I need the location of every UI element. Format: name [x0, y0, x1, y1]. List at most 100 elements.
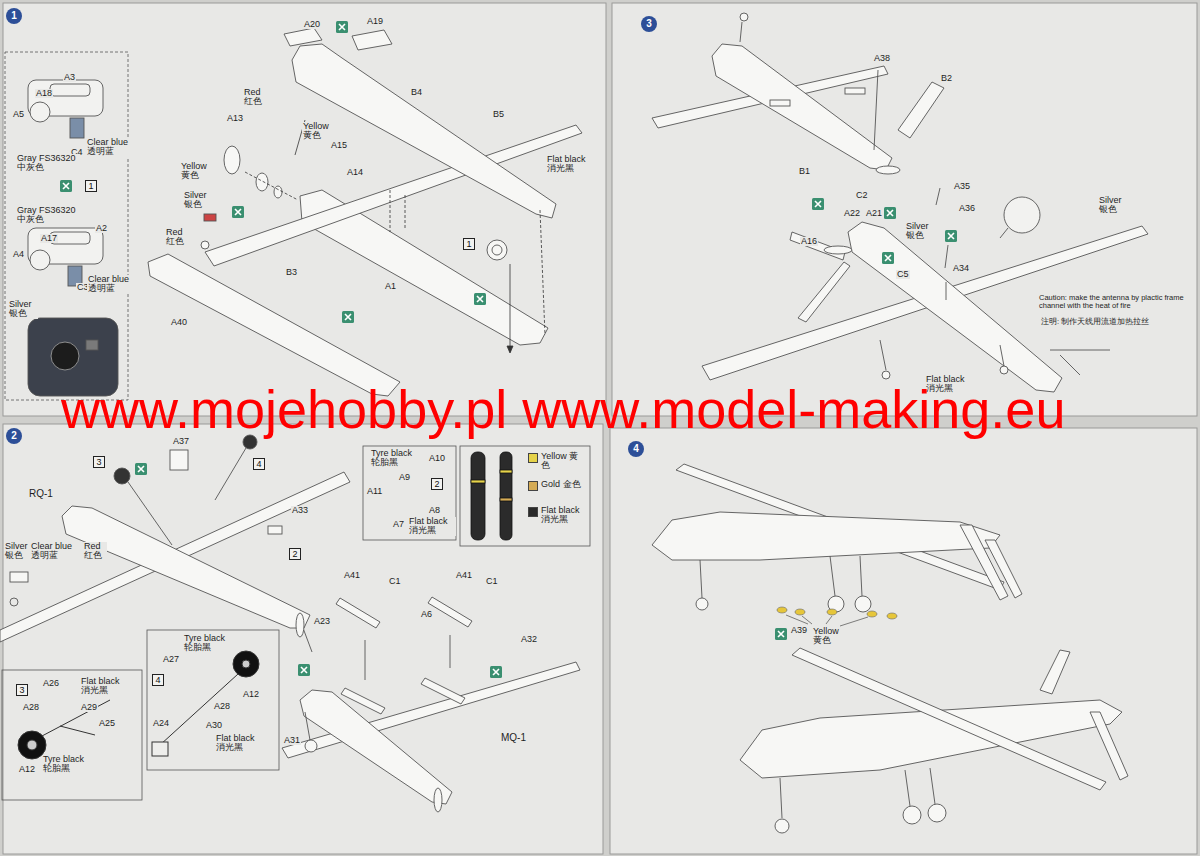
part-label: A12 [18, 765, 36, 774]
part-label: A36 [958, 204, 976, 213]
drone-step4 [775, 819, 789, 833]
drone-parts-step1 [256, 173, 268, 191]
drone-step3 [740, 13, 748, 21]
drone-parts-step1 [284, 28, 322, 46]
part-label: A28 [22, 703, 40, 712]
part-label: B3 [285, 268, 298, 277]
part-label: A30 [205, 721, 223, 730]
drone-step3 [845, 88, 865, 94]
drone-parts-step1 [492, 245, 502, 255]
drone-step3 [740, 22, 742, 42]
part-label: Silver 银色 [1098, 196, 1128, 215]
assembly-line [510, 264, 511, 352]
drone-step3 [936, 188, 940, 205]
callout-number: 3 [19, 686, 24, 695]
drone-step3 [1000, 345, 1004, 366]
callout-number: 2 [434, 480, 439, 489]
glue-icon [298, 664, 310, 676]
glue-icon [336, 21, 348, 33]
part-label: A22 [843, 209, 861, 218]
inset-frame [147, 630, 279, 770]
drone-step3 [652, 13, 1148, 392]
step-number: 1 [11, 11, 17, 21]
part-label: C5 [896, 270, 910, 279]
part-label: A17 [40, 234, 58, 243]
missile-sample [471, 480, 485, 483]
part-label: A12 [242, 690, 260, 699]
drone-step4 [860, 556, 862, 596]
legend-text: Flat black 消光黑 [541, 506, 585, 525]
sensor-turret [50, 84, 90, 96]
drone-step2 [336, 598, 380, 628]
drone-parts-step1 [204, 214, 216, 221]
glue-icon [60, 21, 957, 678]
part-label: A3 [63, 73, 76, 82]
part-label: A5 [12, 110, 25, 119]
drone-step2 [450, 635, 451, 668]
part-label: Clear blue 透明蓝 [86, 138, 132, 157]
part-label: Red 红色 [243, 88, 267, 107]
assembly-line [540, 210, 545, 335]
assembly-line [245, 120, 545, 353]
drone-step4 [830, 556, 835, 596]
drone-parts-step1 [148, 28, 582, 396]
callout-number: 4 [155, 676, 160, 685]
drone-step3 [876, 166, 900, 174]
leader-line [786, 615, 808, 624]
part-label: Flat black 消光黑 [215, 734, 263, 753]
panel-frame [612, 3, 1197, 416]
part-label: A31 [283, 736, 301, 745]
part-label: A16 [800, 237, 818, 246]
drone-step2 [0, 435, 580, 812]
part-label: Clear blue 透明蓝 [87, 275, 133, 294]
yellow-part [777, 607, 787, 613]
part-label: A28 [213, 702, 231, 711]
glue-icon [775, 628, 787, 640]
step-number: 4 [633, 444, 639, 454]
assembly-line [405, 195, 406, 228]
drone-parts-step1 [487, 240, 507, 260]
yellow-part [867, 611, 877, 617]
drone-step3 [946, 282, 947, 300]
drone-step3 [1000, 228, 1008, 238]
drone-step2 [268, 526, 282, 534]
part-label: A11 [366, 487, 383, 496]
part-label: Yellow 黄色 [180, 162, 212, 181]
color-swatch [528, 507, 538, 517]
yellow-part [777, 607, 897, 619]
glue-icon [60, 180, 72, 192]
part-label: A41 [343, 571, 361, 580]
leader-line [786, 615, 868, 626]
drone-step2 [0, 472, 350, 642]
part-label: C1 [388, 577, 402, 586]
assembly-line [507, 346, 513, 353]
part-label: Gray FS36320 中灰色 [16, 154, 80, 173]
drone-step3 [898, 82, 944, 138]
part-label: Silver 银色 [905, 222, 935, 241]
part-label: A33 [291, 506, 309, 515]
missile-sample [500, 498, 512, 501]
part-label: Flat black 消光黑 [80, 677, 128, 696]
sensor-turret [30, 250, 50, 270]
yellow-part [795, 609, 805, 615]
legend-row: Yellow 黄色 [528, 452, 585, 471]
drone-step4 [780, 778, 782, 818]
part-label: B2 [940, 74, 953, 83]
drone-step4 [652, 512, 1000, 560]
glue-icon [882, 252, 894, 264]
drone-step2 [428, 597, 472, 627]
drone-parts-step1 [201, 241, 209, 249]
glue-icon [884, 207, 896, 219]
drone-parts-step1 [352, 30, 392, 50]
step-number: 3 [646, 19, 652, 29]
drone-step2 [421, 678, 465, 704]
inset-frame [2, 670, 142, 800]
drone-step4 [985, 540, 1022, 598]
drone-step4 [905, 770, 910, 806]
sensor-turret [70, 118, 84, 138]
part-label: B5 [492, 110, 505, 119]
part-label: 注明: 制作天线用流道加热拉丝 [1040, 318, 1150, 326]
part-label: C2 [855, 191, 869, 200]
part-label: A21 [865, 209, 883, 218]
